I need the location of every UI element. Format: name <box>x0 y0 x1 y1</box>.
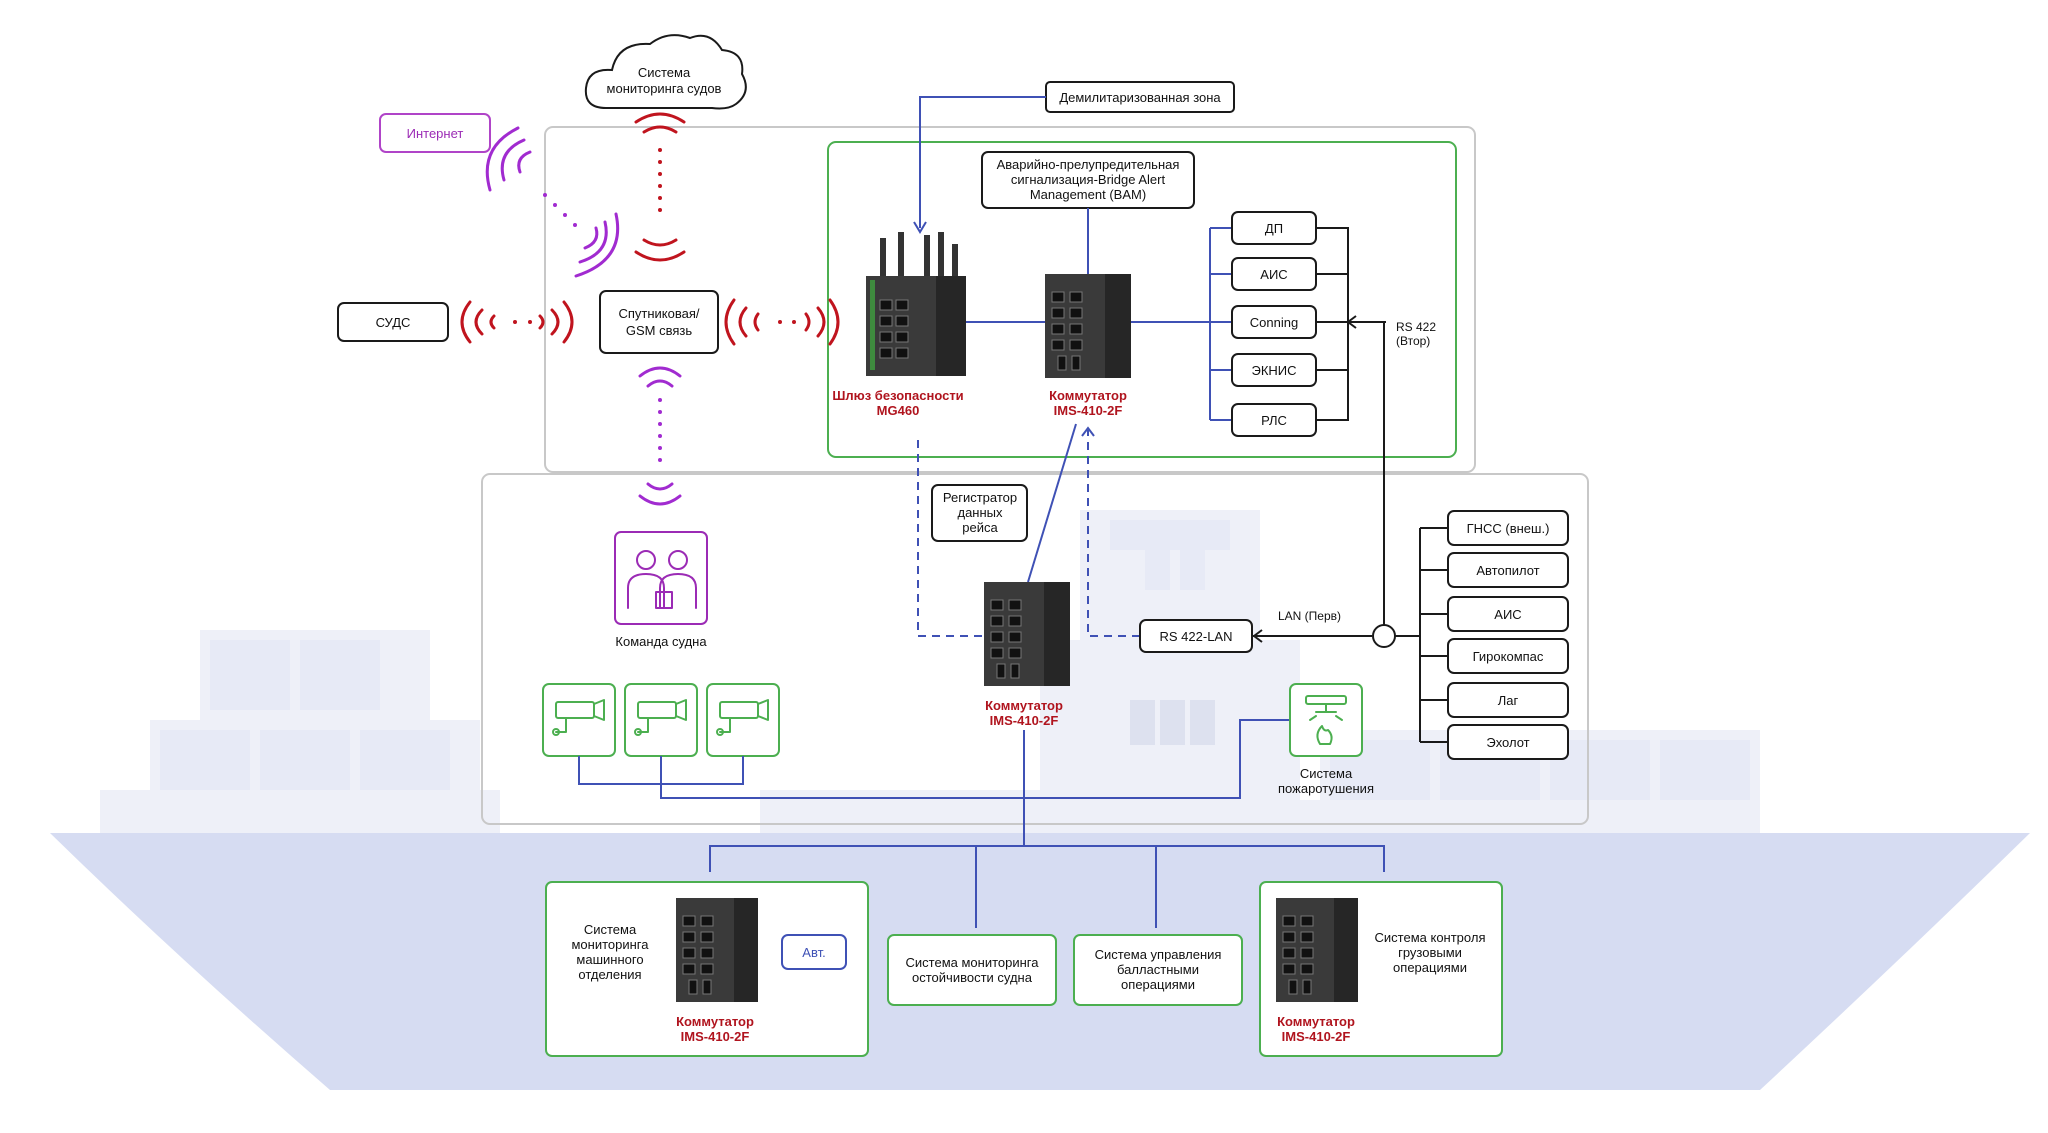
sensor-ais-label: АИС <box>1494 607 1521 622</box>
junction-node <box>1372 624 1396 648</box>
auto-box <box>781 934 847 970</box>
fire-icon-box <box>1289 683 1363 757</box>
wireless-cloud-sat-icon <box>634 112 686 262</box>
sensor-gyro-box <box>1447 638 1569 674</box>
gateway-label-2: MG460 <box>877 403 920 418</box>
ballast-label-3: операциями <box>1121 977 1195 992</box>
sensor-echo-label: Эхолот <box>1486 735 1529 750</box>
gateway-device-icon <box>866 232 966 376</box>
internet-label: Интернет <box>407 126 464 141</box>
camera-1 <box>542 683 616 757</box>
ballast-label-2: балластными <box>1117 962 1199 977</box>
wireless-sat-gateway-icon <box>724 298 840 346</box>
suds-label: СУДС <box>376 315 411 330</box>
bridge-switch-device-icon <box>1045 274 1131 378</box>
vdr-label: Регистратор <box>943 490 1017 505</box>
rs422lan-label: RS 422-LAN <box>1160 629 1233 644</box>
rs422-label: RS 422 <box>1396 320 1436 334</box>
system-ais-label: АИС <box>1260 267 1287 282</box>
vdr-label-2: данных <box>957 505 1003 520</box>
crew-icon <box>627 550 697 609</box>
stability-label: Система мониторинга <box>906 955 1040 970</box>
wireless-internet-sat-icon <box>485 126 620 278</box>
crew-label: Команда судна <box>615 634 707 649</box>
wireless-sat-crew-icon <box>638 366 682 506</box>
deck-sensors: ГНСС (внеш.) Автопилот АИС Гирокомпас Ла… <box>1447 510 1569 760</box>
cargo-switch-device-icon <box>1276 898 1358 1002</box>
satellite-label: Спутниковая/ <box>618 306 699 321</box>
camera-icon <box>552 699 605 736</box>
system-conning-label: Conning <box>1250 315 1298 330</box>
sensor-log-label: Лаг <box>1498 693 1519 708</box>
bam-label: Аварийно-прелупредительная <box>997 157 1180 172</box>
rs422lan-to-bridge-switch <box>1087 430 1140 637</box>
sensor-gnss-box <box>1447 510 1569 546</box>
engine-switch-device-icon <box>676 898 758 1002</box>
satellite-label-2: GSM связь <box>626 323 692 338</box>
bam-label-2: сигнализация-Bridge Alert <box>1011 172 1166 187</box>
cargo-switch-label: Коммутатор <box>1277 1014 1355 1029</box>
cargo-label: Система контроля <box>1375 930 1486 945</box>
deck-region <box>481 473 1589 825</box>
cargo-label-3: операциями <box>1393 960 1467 975</box>
deck-switch-label: Коммутатор <box>985 698 1063 713</box>
engine-label-2: мониторинга <box>571 937 649 952</box>
internet-box <box>379 113 491 153</box>
stability-label-2: остойчивости судна <box>912 970 1033 985</box>
sensor-autopilot-label: Автопилот <box>1476 563 1539 578</box>
sensor-log-box <box>1447 682 1569 718</box>
vessel-monitoring-label-2: мониторинга судов <box>607 81 722 96</box>
lan-label: LAN (Перв) <box>1278 609 1341 623</box>
vdr-label-3: рейса <box>962 520 998 535</box>
bam-label-3: Management (BAM) <box>1030 187 1146 202</box>
dmz-label: Демилитаризованная зона <box>1059 90 1221 105</box>
camera-2 <box>624 683 698 757</box>
vdr-box <box>931 484 1028 542</box>
satellite-box <box>599 290 719 354</box>
engine-label: Система <box>584 922 637 937</box>
sensor-gyro-label: Гирокомпас <box>1473 649 1544 664</box>
engine-switch-label: Коммутатор <box>676 1014 754 1029</box>
system-radar-label: РЛС <box>1261 413 1287 428</box>
sensor-autopilot-box <box>1447 552 1569 588</box>
engine-label-4: отделения <box>578 967 641 982</box>
stability-box <box>887 934 1057 1006</box>
camera-icon <box>634 699 687 736</box>
engine-switch-label-2: IMS-410-2F <box>681 1029 750 1044</box>
ballast-label: Система управления <box>1095 947 1222 962</box>
fire-label: Система <box>1300 766 1353 781</box>
bridge-switch-label: Коммутатор <box>1049 388 1127 403</box>
system-ecdis-label: ЭКНИС <box>1251 363 1296 378</box>
sprinkler-icon <box>1305 695 1347 745</box>
sensor-echo-box <box>1447 724 1569 760</box>
ballast-box <box>1073 934 1243 1006</box>
wireless-suds-sat-icon <box>460 300 574 344</box>
vessel-monitoring-label: Система <box>638 65 691 80</box>
cloud-icon: Система мониторинга судов <box>584 34 747 110</box>
deck-switch-label-2: IMS-410-2F <box>990 713 1059 728</box>
suds-box <box>337 302 449 342</box>
gateway-to-deck-switch <box>917 440 984 637</box>
rs422-label-2: (Втор) <box>1396 334 1430 348</box>
gateway-label: Шлюз безопасности <box>832 388 963 403</box>
cargo-switch-label-2: IMS-410-2F <box>1282 1029 1351 1044</box>
cargo-label-2: грузовыми <box>1398 945 1462 960</box>
fire-label-2: пожаротушения <box>1278 781 1374 796</box>
sensor-ais-box <box>1447 596 1569 632</box>
sensor-gnss-label: ГНСС (внеш.) <box>1467 521 1550 536</box>
camera-3 <box>706 683 780 757</box>
deck-switch-device-icon <box>984 582 1070 686</box>
system-dp-label: ДП <box>1265 221 1283 236</box>
dmz-link <box>919 96 1046 228</box>
bridge-switch-label-2: IMS-410-2F <box>1054 403 1123 418</box>
camera-icon <box>716 699 769 736</box>
bridge-region <box>544 126 1476 473</box>
auto-label: Авт. <box>802 945 825 960</box>
engine-label-3: машинного <box>576 952 643 967</box>
